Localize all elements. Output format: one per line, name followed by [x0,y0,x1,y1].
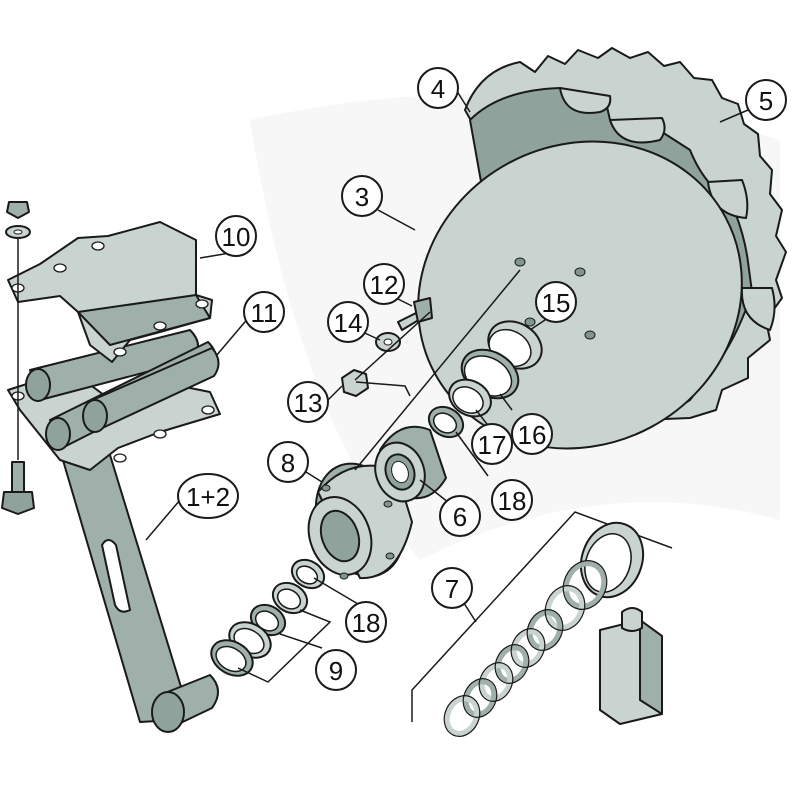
callout-circle [327,301,369,343]
callout-l12: 12 [363,263,405,305]
callout-label: 11 [251,298,278,328]
callout-l16: 16 [511,413,553,455]
bearing-part-6 [374,425,447,503]
callout-label: 17 [478,430,507,460]
callout-l17: 17 [471,423,513,465]
callout-l18a: 18 [491,479,533,521]
callout-label: 8 [281,448,295,478]
callout-l1: 1+2 [177,473,239,519]
tube-part-11 [25,329,220,451]
callout-label: 9 [329,656,343,686]
ring-part-17 [448,378,492,418]
callout-l11: 11 [243,291,285,333]
callout-label: 18 [352,608,381,638]
ring-part-18-upper [427,405,465,439]
callout-label: 16 [518,420,547,450]
bracket-assembly [7,221,221,733]
callout-circle [745,79,787,121]
callout-circle [215,215,257,257]
callout-label: 5 [759,86,773,116]
callout-label: 1+2 [186,482,230,512]
callout-circle [287,381,329,423]
callout-circle [177,473,239,519]
callout-circle [417,67,459,109]
disc-hole [514,257,526,267]
callout-label: 7 [445,574,459,604]
callout-circle [439,495,481,537]
kit-part-7 [411,511,673,737]
callout-l9: 9 [315,649,357,691]
callout-l13: 13 [287,381,329,423]
ring-set-part-9 [210,581,309,677]
tread-scallop [740,287,776,331]
callout-label: 10 [222,222,251,252]
callout-l7: 7 [431,567,473,609]
tread-scallop [559,87,612,114]
arm-slot [101,539,131,613]
callout-circle [267,441,309,483]
callout-circle [243,291,285,333]
callout-label: 12 [370,270,399,300]
vertical-bolt [1,201,35,515]
callout-label: 14 [334,308,363,338]
callout-l8: 8 [267,441,309,483]
bolt-part-12 [397,297,433,331]
callout-label: 15 [542,288,571,318]
callout-l14: 14 [327,301,369,343]
nut-part-13 [341,369,369,397]
callout-circle [341,175,383,217]
callout-circle [471,423,513,465]
callout-circle [315,649,357,691]
callout-label: 3 [355,182,369,212]
bracket-top-face [77,294,211,346]
disc-hole [524,317,536,327]
callout-circle [431,567,473,609]
leader-9b [279,633,323,649]
disc-hole [574,267,586,277]
callout-circle [363,263,405,305]
callout-l6: 6 [439,495,481,537]
callout-label: 13 [294,388,323,418]
hardware-axis-line [354,311,431,381]
callout-l3: 3 [341,175,383,217]
leader-9 [237,609,332,683]
callout-label: 18 [498,486,527,516]
callout-l4: 4 [417,67,459,109]
arm-shaft-end [151,691,185,733]
callout-l15: 15 [535,281,577,323]
callout-label: 4 [431,74,445,104]
callout-circle [535,281,577,323]
callout-circle [345,601,387,643]
callout-circle [511,413,553,455]
callout-circle [491,479,533,521]
callout-label: 6 [453,502,467,532]
callout-labels: 1+2 3 4 5 6 7 8 9 10 11 12 13 14 15 16 17 18 18 [177,67,787,691]
disc-hole [584,330,596,340]
callout-l18b: 18 [345,601,387,643]
tread-scallop [609,117,666,144]
callout-l5: 5 [745,79,787,121]
callout-l10: 10 [215,215,257,257]
